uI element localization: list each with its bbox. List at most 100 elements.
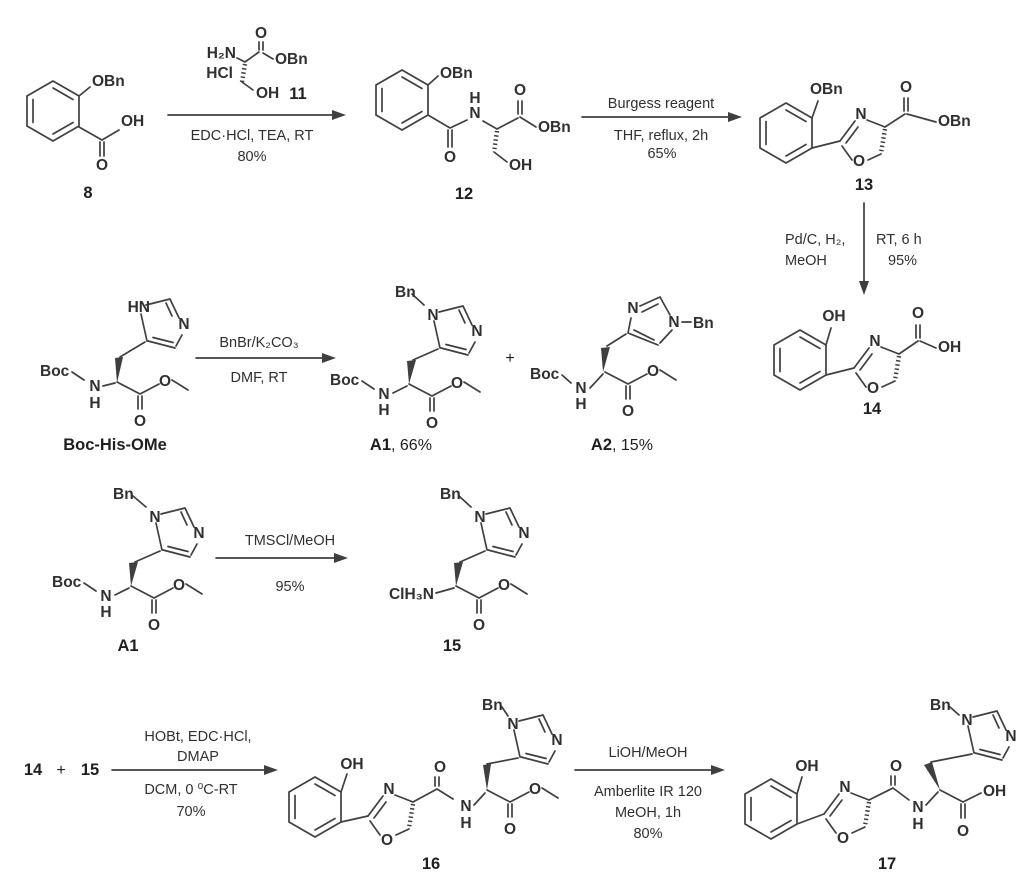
conditions-3c: RT, 6 h [876, 232, 922, 248]
conditions-5a: TMSCl/MeOH [245, 533, 335, 549]
atom-o-carbonyl: O [900, 79, 912, 96]
atom-o-carbonyl: O [148, 617, 160, 634]
compound-13-label: 13 [855, 176, 873, 194]
atom-o-ester: O [173, 577, 185, 594]
compound-16-label: 16 [422, 855, 440, 873]
compound-12: OBn H N O O OBn OH 12 [375, 65, 571, 203]
conditions-6b: DMAP [177, 749, 219, 765]
atom-clh3n: ClH₃N [389, 586, 434, 603]
reaction-arrow-4: BnBr/K₂CO₃ DMF, RT [195, 335, 336, 386]
wedge-bond [601, 347, 610, 372]
atom-hcl: HCl [206, 65, 233, 82]
wedge-bond [129, 562, 138, 586]
atom-n: N [855, 106, 866, 123]
wedge-bond [483, 764, 491, 790]
atom-n1: N [668, 314, 679, 331]
atom-obn: OBn [92, 73, 125, 90]
reaction-arrow-1: EDC·HCl, TEA, RT 80% [167, 110, 346, 165]
reaction-arrow-2: Burgess reagent THF, reflux, 2h 65% [581, 96, 742, 162]
compound-14: OH N O O OH 14 [773, 305, 961, 418]
atom-o: O [255, 25, 267, 42]
atom-hn: HN [128, 299, 150, 316]
atom-n1: N [427, 307, 438, 324]
conditions-7b: Amberlite IR 120 [594, 784, 702, 800]
conditions-3d: 95% [888, 253, 917, 269]
atom-oh: OH [121, 113, 144, 130]
atom-n: N [100, 588, 111, 605]
compound-16: OH N O O N H Bn N N O O 16 [288, 697, 563, 873]
atom-o-oxa: O [837, 830, 849, 847]
arrowhead-icon [322, 353, 336, 363]
reaction-arrow-3: Pd/C, H₂, MeOH RT, 6 h 95% [785, 202, 922, 295]
atom-bn: Bn [693, 315, 714, 332]
atom-o: O [96, 157, 108, 174]
wedge-bond [454, 562, 463, 586]
compound-a1-yield: , 66% [391, 437, 432, 454]
arrowhead-icon [711, 765, 725, 775]
atom-o-carbonyl: O [504, 821, 516, 838]
compound-a1-row3: Bn N N Boc N H O O A1 [52, 486, 205, 655]
atom-obn-ester: OBn [938, 113, 971, 130]
compound-a1: Bn N N Boc N H O O A1 , 66% [330, 284, 483, 454]
atom-obn: OBn [275, 51, 308, 68]
atom-oh-acid: OH [938, 339, 961, 356]
atom-n: N [89, 378, 100, 395]
atom-o-carbonyl: O [426, 415, 438, 432]
atom-h: H [100, 604, 111, 621]
atom-n3: N [471, 323, 482, 340]
atom-bn: Bn [930, 697, 951, 714]
atom-n-oxa: N [839, 779, 850, 796]
atom-n3: N [1005, 728, 1016, 745]
compound-a2-yield: , 15% [612, 437, 653, 454]
arrowhead-icon [334, 553, 348, 563]
atom-bn: Bn [395, 284, 416, 301]
arrowhead-icon [728, 112, 742, 122]
atom-n3: N [193, 525, 204, 542]
atom-o-carbonyl: O [473, 617, 485, 634]
atom-o-amide: O [444, 149, 456, 166]
compound-a1-label: A1 [370, 436, 391, 454]
atom-h: H [575, 396, 586, 413]
atom-n3: N [551, 732, 562, 749]
compound-14-label: 14 [863, 400, 882, 418]
conditions-6c: DCM, 0 ⁰C-RT [144, 782, 237, 798]
atom-n3: N [518, 525, 529, 542]
atom-o-ester: O [451, 375, 463, 392]
conditions-1a: EDC·HCl, TEA, RT [191, 128, 314, 144]
compound-13: OBn N O O OBn 13 [759, 79, 971, 194]
atom-o-ester: O [498, 577, 510, 594]
atom-n: N [460, 798, 471, 815]
wedge-bond [115, 357, 123, 383]
atom-obn-ar: OBn [810, 81, 843, 98]
atom-o-carbonyl: O [957, 823, 969, 840]
arrowhead-icon [332, 110, 346, 120]
atom-o-ring: O [853, 153, 865, 170]
conditions-6d: 70% [176, 804, 205, 820]
atom-o-carbonyl: O [622, 403, 634, 420]
compound-boc-his-ome: HN N Boc N H O O Boc-His-OMe [40, 298, 190, 454]
conditions-5b: 95% [275, 579, 304, 595]
atom-n3: N [627, 300, 638, 317]
reaction-arrow-7: LiOH/MeOH Amberlite IR 120 MeOH, 1h 80% [574, 745, 725, 842]
conditions-2c: 65% [647, 146, 676, 162]
reactant-14: 14 [24, 761, 43, 779]
atom-oh-ar: OH [795, 758, 818, 775]
atom-o-ester: O [159, 373, 171, 390]
conditions-4b: DMF, RT [231, 370, 288, 386]
conditions-3b: MeOH [785, 253, 827, 269]
atom-obn-ar: OBn [440, 65, 473, 82]
conditions-1b: 80% [237, 149, 266, 165]
atom-boc: Boc [530, 366, 560, 383]
atom-boc: Boc [40, 363, 70, 380]
atom-n1: N [474, 509, 485, 526]
compound-12-label: 12 [455, 185, 473, 203]
wedge-bond [924, 762, 940, 790]
atom-n: N [469, 105, 480, 122]
atom-oh: OH [256, 85, 279, 102]
conditions-7d: 80% [633, 826, 662, 842]
atom-o-ester: O [529, 781, 541, 798]
atom-oh: OH [509, 157, 532, 174]
atom-oh-ar: OH [822, 308, 845, 325]
